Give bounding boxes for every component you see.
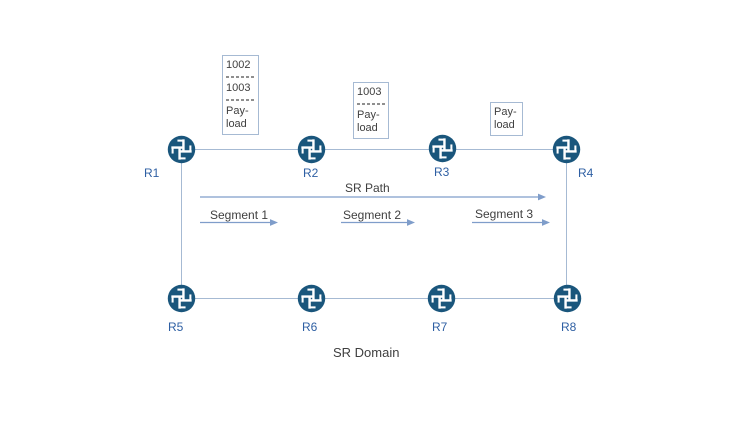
router-icon (297, 284, 326, 313)
router-label-r7: R7 (432, 320, 448, 334)
router-label-r1: R1 (144, 166, 160, 180)
router-r1 (167, 135, 196, 164)
router-r7 (427, 284, 456, 313)
sr-path-arrow (200, 193, 546, 201)
segment-2-label: Segment 2 (343, 208, 402, 222)
router-r3 (428, 134, 457, 163)
stack-entry: 1003 (226, 82, 251, 94)
stack-entry-payload: Pay-load (494, 106, 517, 131)
router-icon (167, 135, 196, 164)
stack-entry-payload: Pay-load (357, 109, 380, 134)
diagram-caption: SR Domain (333, 345, 400, 360)
router-icon (552, 135, 581, 164)
label-stack-r3: 1003 Pay-load (353, 82, 389, 139)
segment-3-arrow (472, 219, 550, 226)
segment-1-arrow (200, 219, 278, 226)
label-stack-r4: Pay-load (490, 102, 523, 136)
router-r6 (297, 284, 326, 313)
router-icon (428, 134, 457, 163)
router-label-r5: R5 (168, 320, 184, 334)
sr-path-label: SR Path (345, 181, 390, 195)
segment-3-label: Segment 3 (475, 207, 534, 221)
stack-entry: 1002 (226, 59, 251, 71)
router-icon (427, 284, 456, 313)
stack-entry-payload: Pay-load (226, 105, 249, 130)
router-label-r2: R2 (303, 166, 319, 180)
segment-2-arrow (341, 219, 415, 226)
router-r4 (552, 135, 581, 164)
stack-entry: 1003 (357, 86, 382, 98)
stack-separator (357, 103, 385, 105)
router-icon (297, 135, 326, 164)
router-label-r8: R8 (561, 320, 577, 334)
stack-separator (226, 76, 255, 78)
router-r2 (297, 135, 326, 164)
router-icon (553, 284, 582, 313)
router-label-r3: R3 (434, 165, 450, 179)
router-label-r4: R4 (578, 166, 594, 180)
router-r5 (167, 284, 196, 313)
stack-separator (226, 99, 255, 101)
router-icon (167, 284, 196, 313)
label-stack-r2: 1002 1003 Pay-load (222, 55, 259, 135)
segment-1-label: Segment 1 (210, 208, 269, 222)
router-r8 (553, 284, 582, 313)
router-label-r6: R6 (302, 320, 318, 334)
